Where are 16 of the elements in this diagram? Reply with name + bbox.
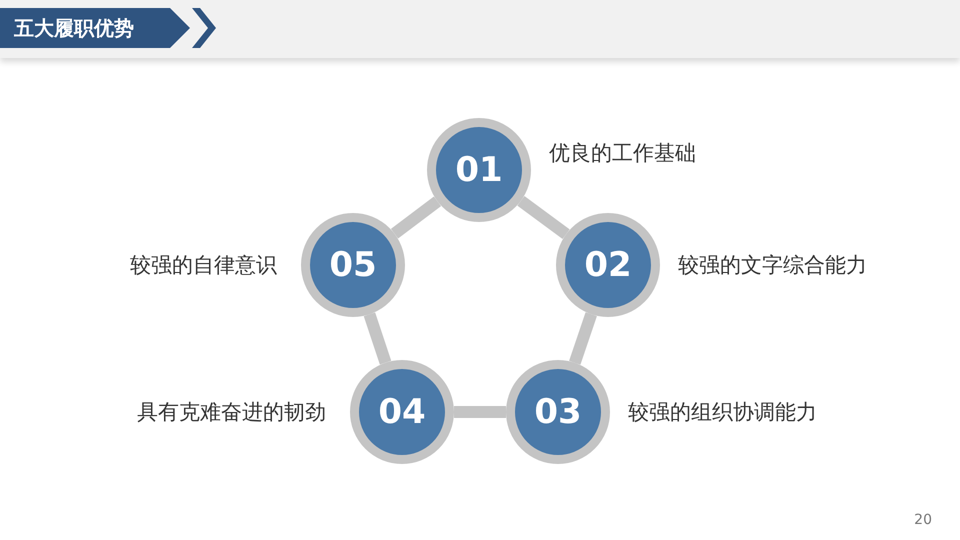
number-circle: 03 [506,360,610,464]
caption-text: 较强的组织协调能力 [628,399,817,426]
caption-text: 优良的工作基础 [549,140,696,167]
connector-line [364,312,392,365]
page-number: 20 [914,512,932,528]
number-circle: 05 [301,213,405,317]
connector-line [454,406,506,418]
caption-text: 具有克难奋进的韧劲 [137,399,326,426]
number-circle: 01 [427,118,531,222]
number-circle: 04 [350,360,454,464]
caption-text: 较强的自律意识 [130,252,277,279]
slide-title: 五大履职优势 [0,8,190,48]
caption-text: 较强的文字综合能力 [678,252,867,279]
number-circle: 02 [556,213,660,317]
connector-line [390,196,442,238]
connector-line [517,196,570,239]
